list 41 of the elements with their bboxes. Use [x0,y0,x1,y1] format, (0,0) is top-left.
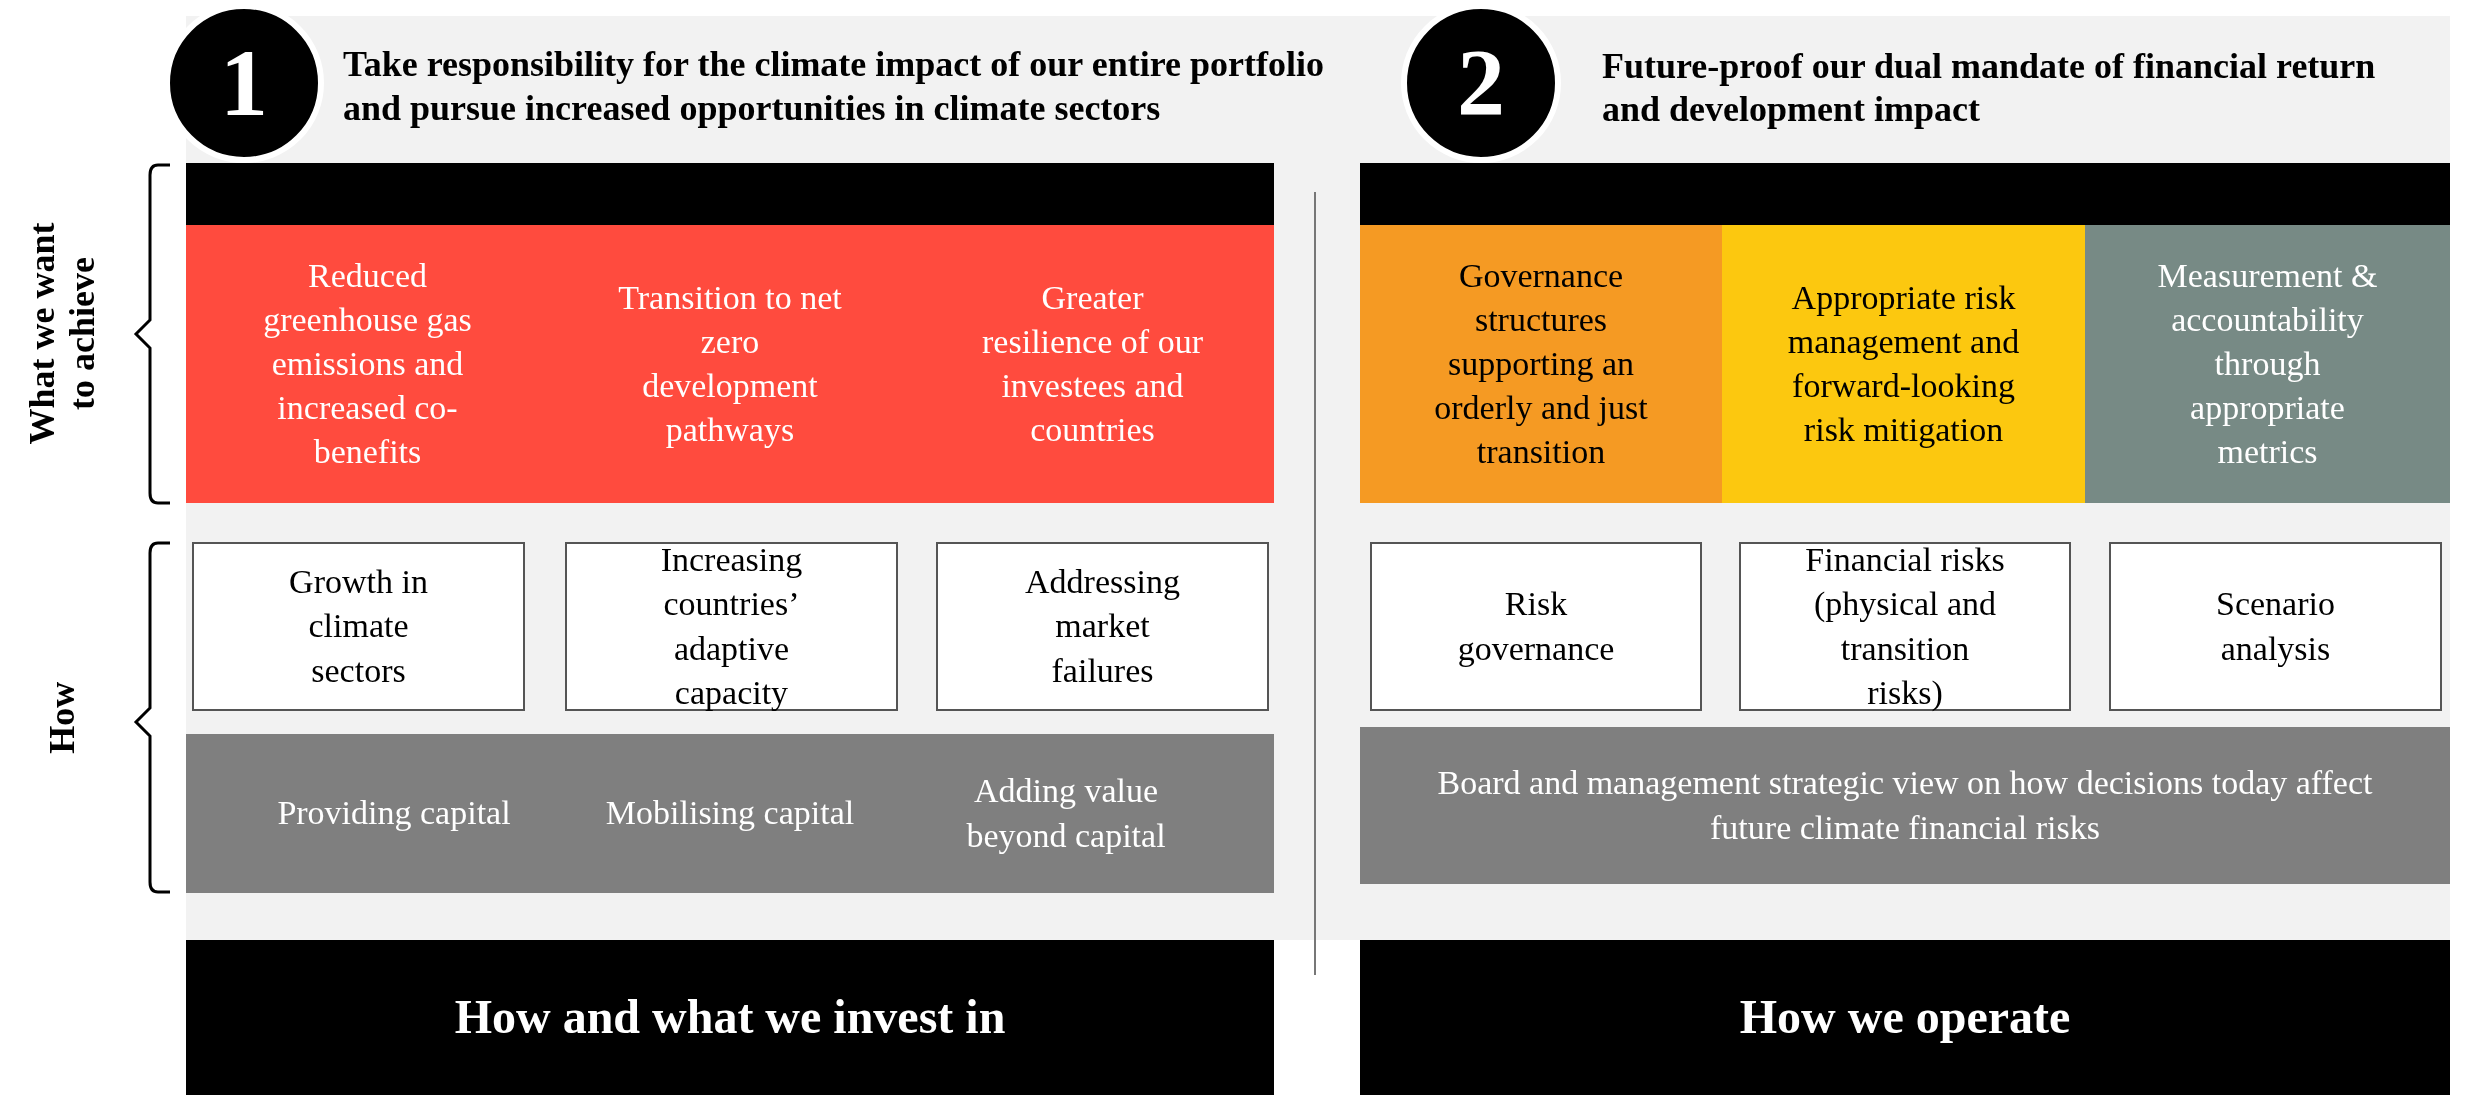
goal-cell [1360,225,1722,503]
step-number: 1 [220,27,268,138]
goal-cell [911,225,1274,503]
cell-text: Mobilising capital [604,793,856,834]
cell-text: Financial risks (physical and transition risks) [1804,540,2006,713]
cell-text: Reduced greenhouse gas emissions and increased co-benefits [262,255,473,473]
cell-text: How we operate [1738,989,2072,1046]
goal-cell [2085,225,2450,503]
how-box [192,542,525,711]
cell-text: Transition to net zero development pathways [617,277,843,451]
footer-bar [186,940,1274,1095]
cell-text: Growth in climate sectors [288,562,429,691]
how-box [936,542,1269,711]
how-box [1739,542,2071,711]
row-label: What we want to achieve [23,221,103,447]
goal-cell [1722,225,2085,503]
cell-text: Board and management strategic view on how decisions today affect future climate financial risks [1436,763,2374,848]
cell-text: Appropriate risk management and forward-looking risk mitigation [1786,277,2021,451]
cell-text: Adding value beyond capital [965,771,1167,856]
cell-text: Scenario analysis [2215,584,2336,669]
method-band [186,734,1274,893]
header-bar [186,163,1274,225]
section-title: Future-proof our dual mandate of financial return and development impact [1602,44,2377,131]
row-label: How [43,680,83,756]
cell-text: How and what we invest in [453,989,1007,1046]
how-box [2109,542,2442,711]
cell-text: Increasing countries’ adaptive capacity [659,540,804,713]
header-bar [1360,163,2450,225]
footer-bar [1360,940,2450,1095]
cell-text: Measurement & accountability through appropriate metrics [2156,255,2379,473]
how-box [1370,542,1702,711]
how-box [565,542,898,711]
step-number: 2 [1457,27,1505,138]
section-title: Take responsibility for the climate impact of our entire portfolio and pursue increased opportunities in climate sectors [343,43,1325,130]
cell-text: Governance structures supporting an orderly and just transition [1433,255,1649,473]
goal-cell [186,225,549,503]
cell-text: Addressing market failures [1024,562,1181,691]
cell-text: Greater resilience of our investees and countries [981,277,1204,451]
cell-text: Providing capital [276,793,512,834]
cell-text: Risk governance [1456,584,1616,669]
method-band [1360,727,2450,884]
